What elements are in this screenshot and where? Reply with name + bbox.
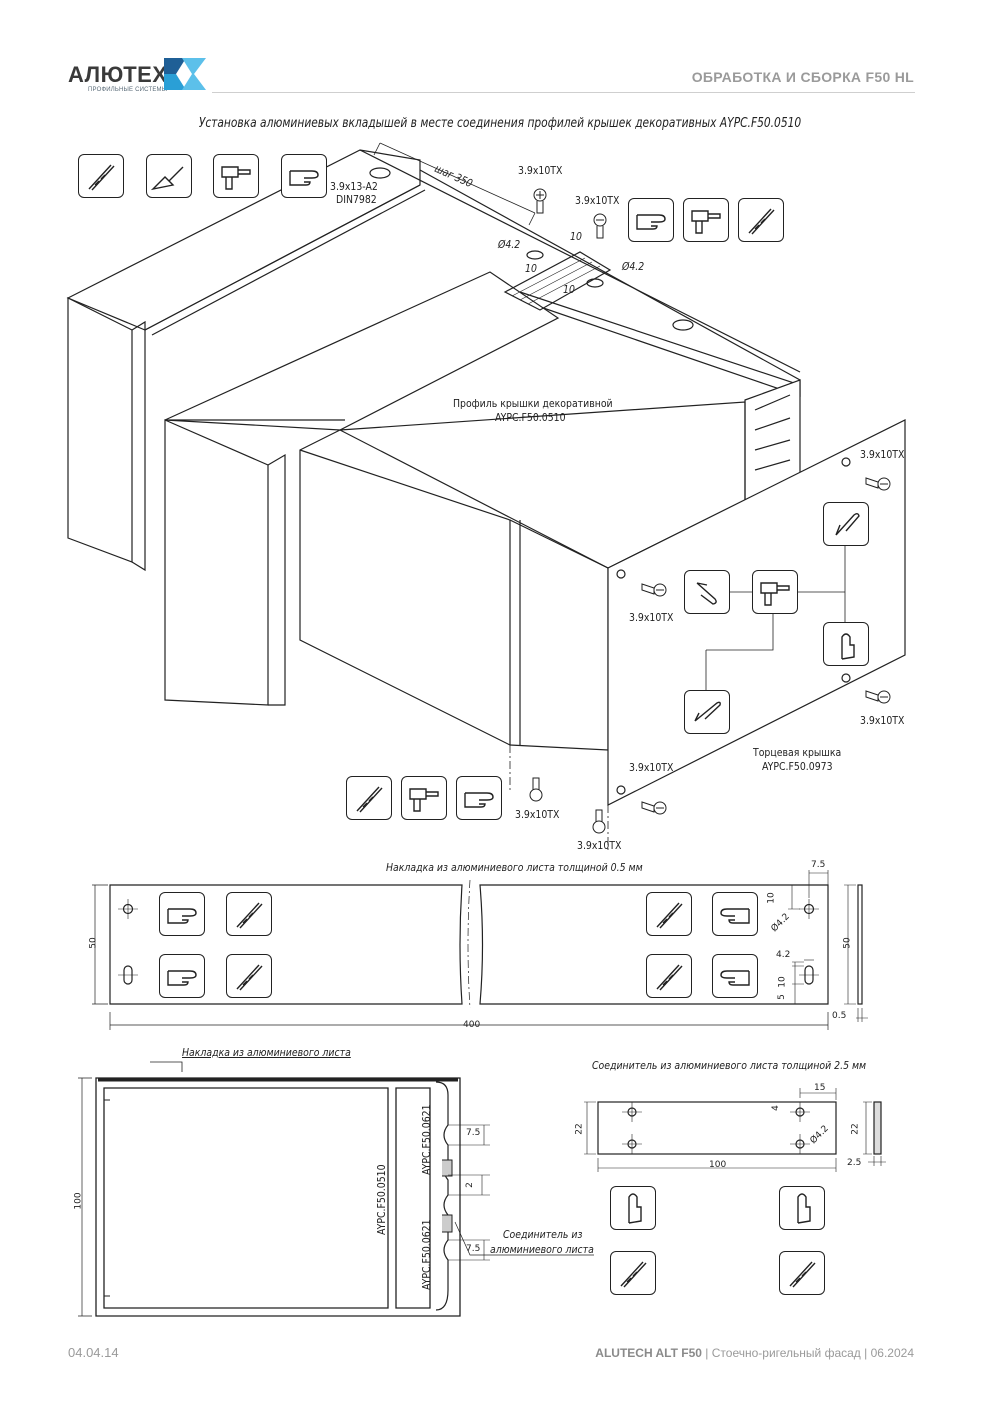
drill-icon [226, 892, 272, 936]
screw-a2-label: 3.9x13-A2 [330, 180, 378, 193]
screw-tx-label-2: 3.9x10TX [575, 194, 620, 207]
drill-icon [779, 1251, 825, 1295]
conn-dim-2-5: 2.5 [847, 1158, 862, 1168]
din-label: DIN7982 [336, 193, 377, 206]
screw-tx-label-3: 3.9x10TX [860, 448, 905, 461]
plate-caption: Накладка из алюминиевого листа толщиной … [386, 861, 643, 874]
section-caption: Накладка из алюминиевого листа [182, 1046, 351, 1059]
section-dim-7-5-bot: 7.5 [466, 1244, 481, 1254]
screw-tx-label-4: 3.9x10TX [629, 611, 674, 624]
dim-10-3: 10 [563, 283, 575, 296]
logo-icon [164, 58, 206, 90]
hand-pointer-icon [456, 776, 502, 820]
header-divider [212, 92, 915, 93]
connector-label-1: Соединитель из [503, 1228, 583, 1241]
section-drawing [78, 1061, 594, 1317]
section-part-0510: AYPC.F50.0510 [375, 1164, 388, 1235]
main-caption: Установка алюминиевых вкладышей в месте … [198, 116, 802, 131]
connector-label-2: алюминиевого листа [490, 1243, 594, 1256]
hand-pointer-icon [712, 954, 758, 998]
end-cap-label-1: Торцевая крышка [753, 746, 842, 759]
footer-version: 06.2024 [870, 1346, 914, 1360]
dim-d42-1: Ø4.2 [498, 238, 521, 251]
screw-tx-label-6: 3.9x10TX [629, 761, 674, 774]
connector-drawing [584, 1088, 886, 1172]
hand-pointer-icon [684, 690, 730, 734]
dim-10-2: 10 [525, 262, 537, 275]
footer-separator-2: | [860, 1346, 871, 1360]
screw-tx-label-7: 3.9x10TX [515, 808, 560, 821]
profile-label-2: AYPC.F50.0510 [495, 411, 566, 424]
footer-description: Стоечно-ригельный фасад [711, 1346, 861, 1360]
dim-d42-2: Ø4.2 [622, 260, 645, 273]
plate-dim-0-5: 0.5 [832, 1011, 847, 1021]
countersink-icon [146, 154, 192, 198]
section-dim-2: 2 [464, 1182, 475, 1188]
section-part-0621-bot: AYPC.F50.0621 [420, 1219, 433, 1290]
section-dim-100: 100 [73, 1192, 84, 1210]
hand-pointer-icon [159, 892, 205, 936]
connector-caption: Соединитель из алюминиевого листа толщин… [592, 1059, 867, 1072]
hand-up-icon [823, 622, 869, 666]
drill-icon [646, 892, 692, 936]
section-dim-7-5-top: 7.5 [466, 1128, 481, 1138]
plate-dim-5: 5 [776, 994, 787, 1000]
hand-pointer-icon [628, 198, 674, 242]
hand-up-icon [779, 1186, 825, 1230]
hand-up-icon [610, 1186, 656, 1230]
dim-10-1: 10 [570, 230, 582, 243]
hand-pointer-icon [823, 502, 869, 546]
drill-icon [646, 954, 692, 998]
screw-tx-label-1: 3.9x10TX [518, 164, 563, 177]
section-part-0621-top: AYPC.F50.0621 [420, 1104, 433, 1175]
conn-dim-22: 22 [574, 1123, 585, 1135]
hand-pointer-icon [281, 154, 327, 198]
plate-dim-400: 400 [463, 1020, 481, 1030]
plate-drawing [92, 870, 868, 1030]
footer-brand: ALUTECH ALT F50 [595, 1346, 702, 1360]
drill-icon [610, 1251, 656, 1295]
conn-dim-4: 4 [770, 1105, 781, 1111]
page-title: ОБРАБОТКА И СБОРКА F50 HL [691, 69, 914, 85]
plate-dim-7-5: 7.5 [811, 860, 826, 870]
drill-icon [226, 954, 272, 998]
drill-icon [738, 198, 784, 242]
screwdriver-icon [401, 776, 447, 820]
drill-icon [346, 776, 392, 820]
screw-tx-label-8: 3.9x10TX [577, 839, 622, 852]
hand-pointer-icon [712, 892, 758, 936]
logo-subtitle: ПРОФИЛЬНЫЕ СИСТЕМЫ [88, 87, 168, 93]
screwdriver-icon [213, 154, 259, 198]
hand-pointer-icon [684, 570, 730, 614]
screwdriver-icon [683, 198, 729, 242]
end-cap-label-2: AYPC.F50.0973 [762, 760, 833, 773]
footer-date: 04.04.14 [68, 1345, 119, 1360]
drill-icon [78, 154, 124, 198]
screw-tx-label-5: 3.9x10TX [860, 714, 905, 727]
screw-icon [533, 188, 547, 214]
conn-dim-22-side: 22 [850, 1123, 861, 1135]
plate-dim-10-bot: 10 [777, 976, 788, 988]
logo-text: АЛЮТЕХ [68, 62, 168, 87]
profile-label-1: Профиль крышки декоративной [453, 397, 613, 410]
footer-separator-1: | [701, 1346, 712, 1360]
screwdriver-icon [752, 570, 798, 614]
plate-dim-50-side: 50 [842, 937, 853, 949]
conn-dim-15: 15 [814, 1083, 826, 1093]
plate-dim-50: 50 [88, 937, 99, 949]
plate-dim-10-top: 10 [766, 892, 777, 904]
conn-dim-100: 100 [709, 1160, 727, 1170]
plate-dim-4-2: 4.2 [776, 950, 791, 960]
hand-pointer-icon [159, 954, 205, 998]
footer-info: ALUTECH ALT F50 | Стоечно-ригельный фаса… [595, 1346, 914, 1360]
